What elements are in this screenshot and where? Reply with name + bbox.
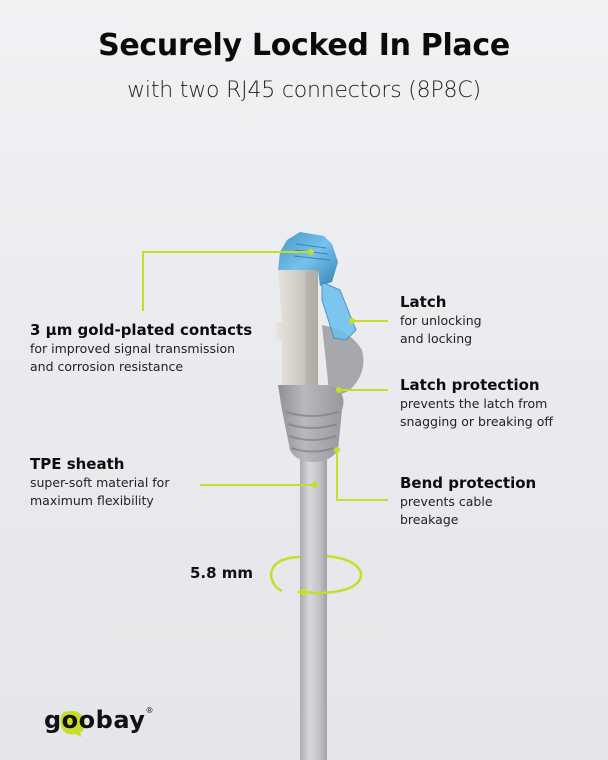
callout-text: prevents cable xyxy=(400,494,493,509)
callout-line-bend xyxy=(336,450,388,501)
latch xyxy=(321,281,357,341)
callout-heading: Bend protection xyxy=(400,474,537,492)
callout-dot-sheath xyxy=(312,482,318,488)
brand-name: goobay xyxy=(44,706,146,734)
callout-gold-contacts: 3 µm gold-plated contacts for improved s… xyxy=(30,320,252,376)
callout-text: breakage xyxy=(400,512,459,527)
callout-text: maximum flexibility xyxy=(30,493,154,508)
callout-line-contacts xyxy=(142,251,311,311)
callout-dot-bend xyxy=(334,447,340,453)
callout-heading: TPE sheath xyxy=(30,455,125,473)
callout-dot-latch xyxy=(349,318,355,324)
callout-dot-contacts xyxy=(308,249,314,255)
cable-diameter-label: 5.8 mm xyxy=(190,564,254,582)
connector-head xyxy=(278,232,338,286)
latch-protection xyxy=(322,325,364,400)
callout-text: snagging or breaking off xyxy=(400,414,553,429)
callout-text: prevents the latch from xyxy=(400,396,548,411)
callout-heading: Latch xyxy=(400,293,447,311)
callout-text: and corrosion resistance xyxy=(30,359,184,374)
callout-heading: Latch protection xyxy=(400,376,540,394)
cable xyxy=(300,445,327,760)
callout-text: for improved signal transmission xyxy=(30,341,236,356)
page-subtitle: with two RJ45 connectors (8P8C) xyxy=(127,78,481,103)
page-title: Securely Locked In Place xyxy=(98,28,510,63)
callout-tpe-sheath: TPE sheath super-soft material for maxim… xyxy=(30,454,169,510)
callout-latch-protection: Latch protection prevents the latch from… xyxy=(400,375,553,431)
callout-text: and locking xyxy=(400,331,473,346)
registered-mark: ® xyxy=(145,705,154,715)
goobay-logo-mark xyxy=(60,710,86,737)
callout-heading: 3 µm gold-plated contacts xyxy=(30,321,253,339)
callout-latch: Latch for unlocking and locking xyxy=(400,292,482,348)
callout-text: super-soft material for xyxy=(30,475,170,490)
boot xyxy=(278,385,344,462)
callout-bend-protection: Bend protection prevents cable breakage xyxy=(400,473,536,529)
callout-text: for unlocking xyxy=(400,313,482,328)
goobay-logo: goobay ® xyxy=(44,705,154,737)
callout-dot-latch-protection xyxy=(336,387,342,393)
rotation-ring-icon xyxy=(269,554,363,597)
